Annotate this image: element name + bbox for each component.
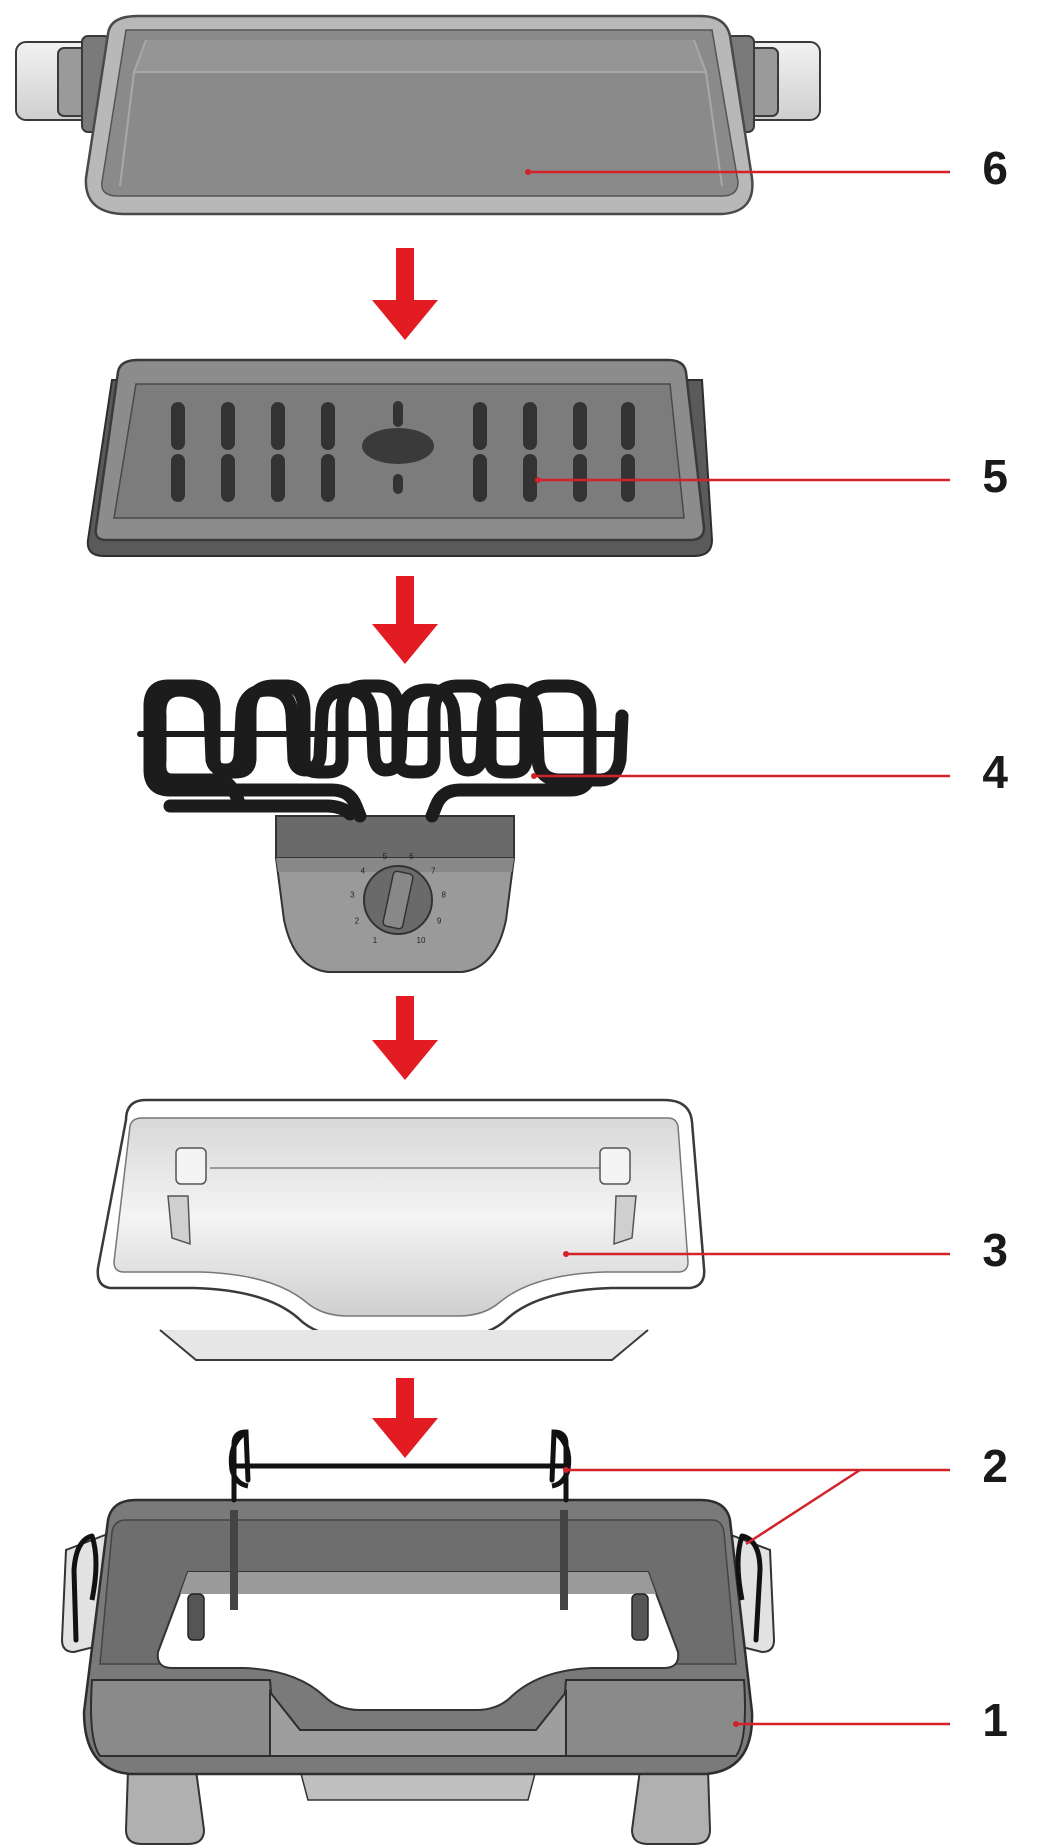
arrow-4-to-3: [372, 996, 438, 1080]
dial-mark: 1: [373, 936, 378, 945]
grate-slot: [321, 402, 335, 450]
grate-center-vent: [362, 428, 434, 464]
grate-slot-center: [393, 401, 403, 427]
dial-mark: 2: [355, 917, 360, 926]
grate-slot: [523, 402, 537, 450]
dial-mark: 3: [350, 891, 355, 900]
dial-mark: 6: [409, 852, 414, 861]
label-part-2: 2: [982, 1440, 1008, 1492]
grate-slot: [573, 454, 587, 502]
leader-2b: [745, 1468, 861, 1546]
dial-mark: 10: [417, 936, 426, 945]
label-part-5: 5: [982, 450, 1008, 502]
dial-mark: 9: [437, 917, 442, 926]
label-part-1: 1: [982, 1694, 1008, 1746]
dial-mark: 5: [383, 852, 388, 861]
tray-clip-left: [167, 1147, 207, 1246]
part-6-grill-plate: [15, 14, 821, 216]
arrow-3-to-1: [372, 1378, 438, 1458]
part-4-heating-element: 1 2 3 4 5 6 7 8 9 10: [137, 679, 629, 973]
grate-slot: [473, 402, 487, 450]
tray-clip-right: [599, 1147, 637, 1246]
part-number-labels: 6 5 4 3 2 1: [982, 142, 1008, 1746]
grate-slot: [321, 454, 335, 502]
arrow-6-to-5: [372, 248, 438, 340]
part-3-reflector-tray: [96, 1098, 706, 1361]
grate-slot: [221, 454, 235, 502]
leader-lines: [525, 169, 950, 1727]
part-2-wire-clips: [71, 1429, 763, 1643]
grate-slot-center: [393, 474, 403, 494]
label-part-4: 4: [982, 746, 1008, 798]
grate-slot: [573, 402, 587, 450]
grate-slot: [473, 454, 487, 502]
part-1-base: [60, 1498, 776, 1845]
dial-mark: 4: [361, 866, 366, 875]
thermostat-dial: [363, 865, 433, 935]
grate-slot: [171, 454, 185, 502]
grate-slot: [271, 454, 285, 502]
dial-mark: 8: [441, 891, 446, 900]
grate-slot: [621, 454, 635, 502]
grate-slot: [221, 402, 235, 450]
grate-slot: [171, 402, 185, 450]
grate-slot: [621, 402, 635, 450]
label-part-6: 6: [982, 142, 1008, 194]
grate-slot-group: [171, 401, 635, 502]
arrow-5-to-4: [372, 576, 438, 664]
dial-mark: 7: [431, 866, 436, 875]
dial-scale: 1 2 3 4 5 6 7 8 9 10: [350, 852, 446, 945]
grate-slot: [523, 454, 537, 502]
label-part-3: 3: [982, 1224, 1008, 1276]
left-handle: [15, 35, 111, 133]
grate-slot: [271, 402, 285, 450]
part-5-grill-grate: [86, 358, 714, 557]
